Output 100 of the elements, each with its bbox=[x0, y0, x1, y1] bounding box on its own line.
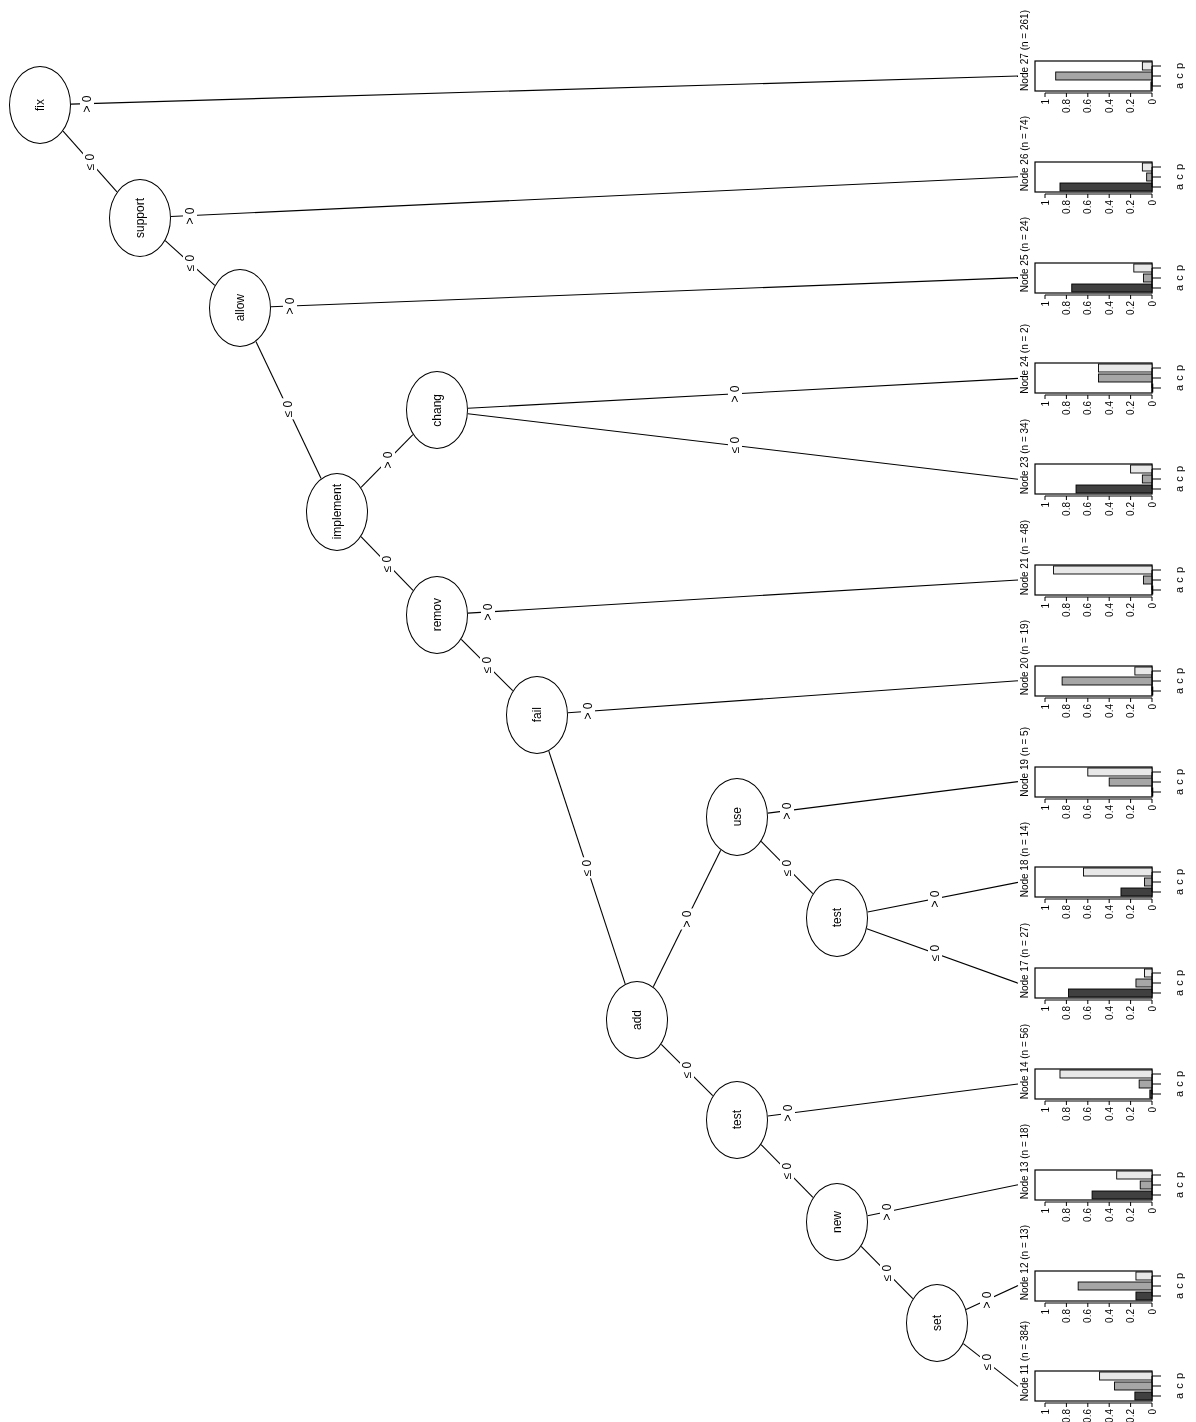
tick-label: 0.4 bbox=[1103, 199, 1115, 214]
terminal-node-title: Node 20 (n = 19) bbox=[1020, 620, 1030, 696]
category-label: p bbox=[1173, 163, 1185, 170]
tick-label: 0 bbox=[1146, 703, 1158, 710]
tick-label: 0.6 bbox=[1082, 703, 1094, 718]
tick-label: 0.2 bbox=[1125, 1308, 1137, 1323]
category-label: c bbox=[1173, 274, 1185, 281]
category-label: c bbox=[1173, 1182, 1185, 1188]
terminal-node-title: Node 25 (n = 24) bbox=[1020, 217, 1030, 293]
tick-label: 0 bbox=[1146, 401, 1158, 407]
tick-label: 0 bbox=[1146, 1107, 1158, 1113]
tick-label: 0.2 bbox=[1125, 1409, 1137, 1422]
edge-label: ≤ 0 bbox=[580, 857, 594, 878]
tick-label: 0.2 bbox=[1125, 1006, 1137, 1021]
tick-label: 1 bbox=[1039, 1207, 1051, 1214]
tick-label: 0.2 bbox=[1125, 99, 1137, 113]
tick-label: 0 bbox=[1146, 1409, 1158, 1415]
tick-label: 0.6 bbox=[1082, 1308, 1094, 1323]
edge-label: > 0 bbox=[780, 800, 794, 822]
edge-label: ≤ 0 bbox=[728, 435, 742, 456]
edge-label: > 0 bbox=[381, 449, 395, 471]
tick-label: 0.4 bbox=[1103, 905, 1115, 920]
tick-label: 0.6 bbox=[1082, 1107, 1094, 1121]
tick-label: 0.2 bbox=[1125, 804, 1137, 819]
tick-label: 0.2 bbox=[1125, 703, 1137, 718]
node-label: support bbox=[134, 198, 146, 238]
node-label: set bbox=[931, 1315, 943, 1331]
terminal-node-title: Node 21 (n = 48) bbox=[1020, 519, 1030, 595]
category-label: c bbox=[1173, 778, 1185, 785]
tick-label: 0.8 bbox=[1060, 300, 1072, 315]
tick-label: 1 bbox=[1039, 804, 1051, 811]
tick-label: 0.6 bbox=[1082, 1006, 1094, 1021]
edge-label: > 0 bbox=[680, 908, 694, 929]
tick-label: 1 bbox=[1039, 502, 1051, 508]
category-label: c bbox=[1173, 73, 1185, 79]
edge-label: ≤ 0 bbox=[680, 1059, 694, 1081]
edge-label: > 0 bbox=[980, 1289, 994, 1311]
category-label: c bbox=[1173, 879, 1185, 886]
category-label: p bbox=[1173, 466, 1185, 473]
node-label: fix bbox=[34, 99, 46, 111]
edge-label: > 0 bbox=[880, 1201, 894, 1223]
edge-label: ≤ 0 bbox=[183, 252, 197, 274]
tick-label: 0.6 bbox=[1082, 1409, 1094, 1422]
node-label: use bbox=[731, 807, 743, 827]
edge-label: ≤ 0 bbox=[980, 1351, 994, 1373]
terminal-node-title: Node 18 (n = 14) bbox=[1020, 822, 1030, 898]
terminal-node-title: Node 17 (n = 27) bbox=[1020, 922, 1030, 999]
terminal-node-title: Node 27 (n = 261) bbox=[1020, 10, 1030, 91]
category-label: a bbox=[1173, 1292, 1185, 1299]
edge-label: ≤ 0 bbox=[480, 654, 494, 676]
tick-label: 0.2 bbox=[1125, 199, 1137, 214]
tick-label: 0.8 bbox=[1060, 1409, 1072, 1422]
terminal-node-title: Node 26 (n = 74) bbox=[1020, 116, 1030, 192]
tick-label: 0.4 bbox=[1103, 99, 1115, 113]
node-label: allow bbox=[234, 294, 246, 322]
terminal-node-title: Node 23 (n = 34) bbox=[1020, 418, 1030, 495]
category-label: p bbox=[1173, 1070, 1185, 1078]
tick-label: 0.4 bbox=[1103, 1006, 1115, 1021]
edge-label: ≤ 0 bbox=[928, 943, 942, 964]
category-label: a bbox=[1173, 1090, 1185, 1098]
category-label: a bbox=[1173, 1191, 1185, 1198]
category-label: a bbox=[1173, 385, 1185, 392]
tick-label: 0.6 bbox=[1082, 199, 1094, 214]
node-label: implement bbox=[331, 484, 343, 540]
tick-label: 0.6 bbox=[1082, 1207, 1094, 1222]
edge-label: ≤ 0 bbox=[281, 398, 295, 420]
tick-label: 0.4 bbox=[1103, 502, 1115, 517]
node-label: new bbox=[831, 1211, 843, 1233]
tick-label: 1 bbox=[1039, 401, 1051, 407]
tick-label: 0.8 bbox=[1060, 603, 1072, 617]
tick-label: 1 bbox=[1039, 1107, 1051, 1113]
edge-label: ≤ 0 bbox=[380, 553, 394, 574]
tick-label: 0.8 bbox=[1060, 99, 1072, 113]
tick-label: 0.4 bbox=[1103, 603, 1115, 617]
category-label: a bbox=[1173, 183, 1185, 190]
tick-label: 0.8 bbox=[1060, 703, 1072, 718]
category-label: a bbox=[1173, 687, 1185, 694]
tick-label: 1 bbox=[1039, 99, 1051, 105]
edge-label: ≤ 0 bbox=[880, 1262, 894, 1283]
tick-label: 0.8 bbox=[1060, 502, 1072, 517]
tick-label: 0 bbox=[1146, 905, 1158, 911]
category-label: a bbox=[1173, 1393, 1185, 1400]
terminal-node-title: Node 24 (n = 2) bbox=[1020, 323, 1030, 394]
tick-label: 0.4 bbox=[1103, 1107, 1115, 1121]
edge-label: > 0 bbox=[481, 601, 495, 623]
edge-label: ≤ 0 bbox=[83, 151, 97, 172]
tick-label: 0.8 bbox=[1060, 1207, 1072, 1222]
tick-label: 0.2 bbox=[1125, 1107, 1137, 1121]
terminal-node-title: Node 14 (n = 56) bbox=[1020, 1023, 1030, 1099]
edge-label: ≤ 0 bbox=[780, 857, 794, 878]
category-label: p bbox=[1173, 365, 1185, 372]
node-label: remov bbox=[431, 598, 443, 632]
tick-label: 0.4 bbox=[1103, 401, 1115, 416]
tick-label: 0.8 bbox=[1060, 1107, 1072, 1121]
category-label: a bbox=[1173, 486, 1185, 493]
tick-label: 0.6 bbox=[1082, 99, 1094, 113]
edge-label: > 0 bbox=[728, 383, 742, 405]
terminal-node-title: Node 13 (n = 18) bbox=[1020, 1124, 1030, 1200]
tick-label: 0.2 bbox=[1125, 905, 1137, 920]
category-label: p bbox=[1173, 869, 1185, 876]
